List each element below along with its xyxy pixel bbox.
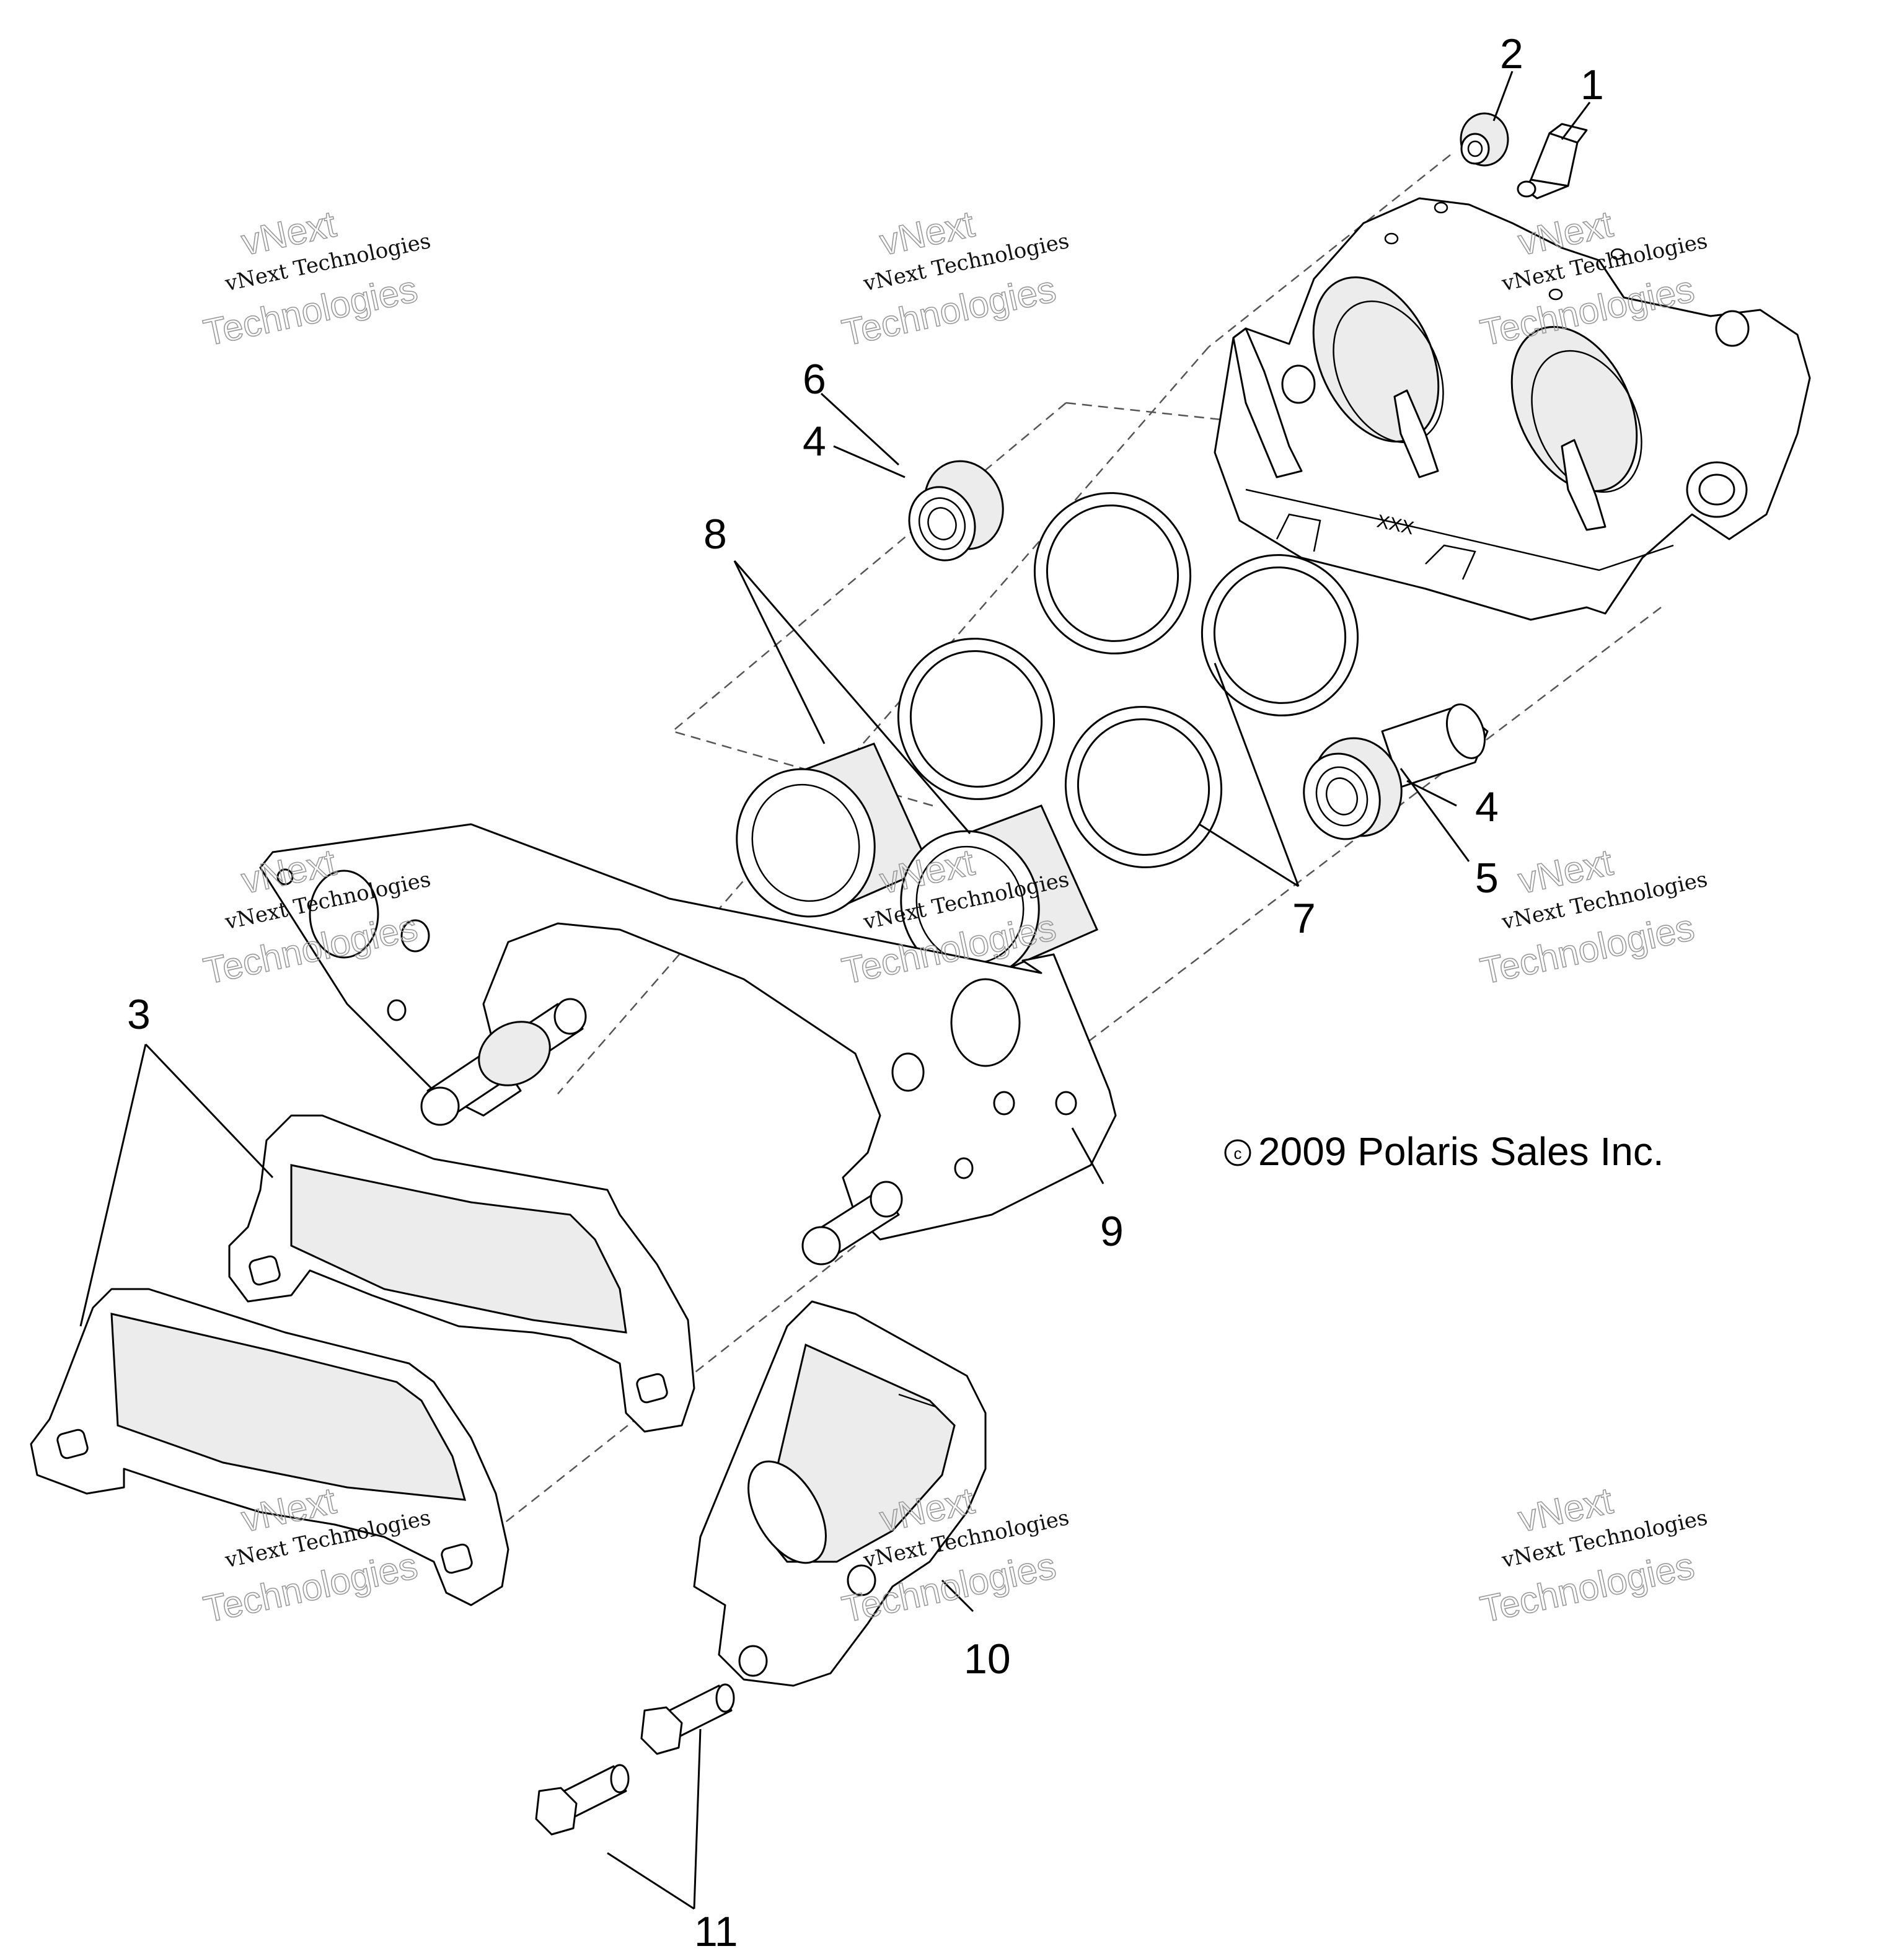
callout-9: 9 (1100, 1208, 1124, 1255)
callout-7: 7 (1292, 895, 1316, 942)
callout-10: 10 (964, 1635, 1011, 1683)
pistons (736, 742, 1098, 980)
callout-3: 3 (127, 991, 151, 1038)
copyright-text: 2009 Polaris Sales Inc. (1258, 1129, 1664, 1174)
callout-4-lower: 4 (1475, 783, 1499, 830)
callout-2: 2 (1500, 30, 1523, 77)
callouts: 1 2 3 4 4 5 6 7 8 9 10 11 (127, 30, 1604, 1955)
callout-8: 8 (703, 511, 727, 558)
bolts (535, 1683, 735, 1836)
pad-retainer (693, 1300, 987, 1687)
callout-6: 6 (803, 356, 826, 403)
bleeder-screw (1517, 123, 1588, 200)
copyright-symbol: c (1234, 1144, 1242, 1163)
lower-slide-pin (1303, 703, 1489, 840)
callout-4-upper: 4 (803, 418, 826, 465)
callout-11: 11 (694, 1908, 738, 1955)
callout-1: 1 (1580, 61, 1604, 108)
callout-5: 5 (1475, 855, 1499, 902)
bleeder-cap (1460, 112, 1509, 167)
copyright-notice: c 2009 Polaris Sales Inc. (1224, 1129, 1664, 1174)
mounting-bracket (259, 823, 1117, 1266)
brake-pads (30, 1114, 695, 1606)
upper-slide-boot (908, 460, 1004, 561)
piston-seals (897, 492, 1359, 868)
caliper-body: XXX (1214, 197, 1811, 621)
leader-lines (79, 71, 1591, 1910)
